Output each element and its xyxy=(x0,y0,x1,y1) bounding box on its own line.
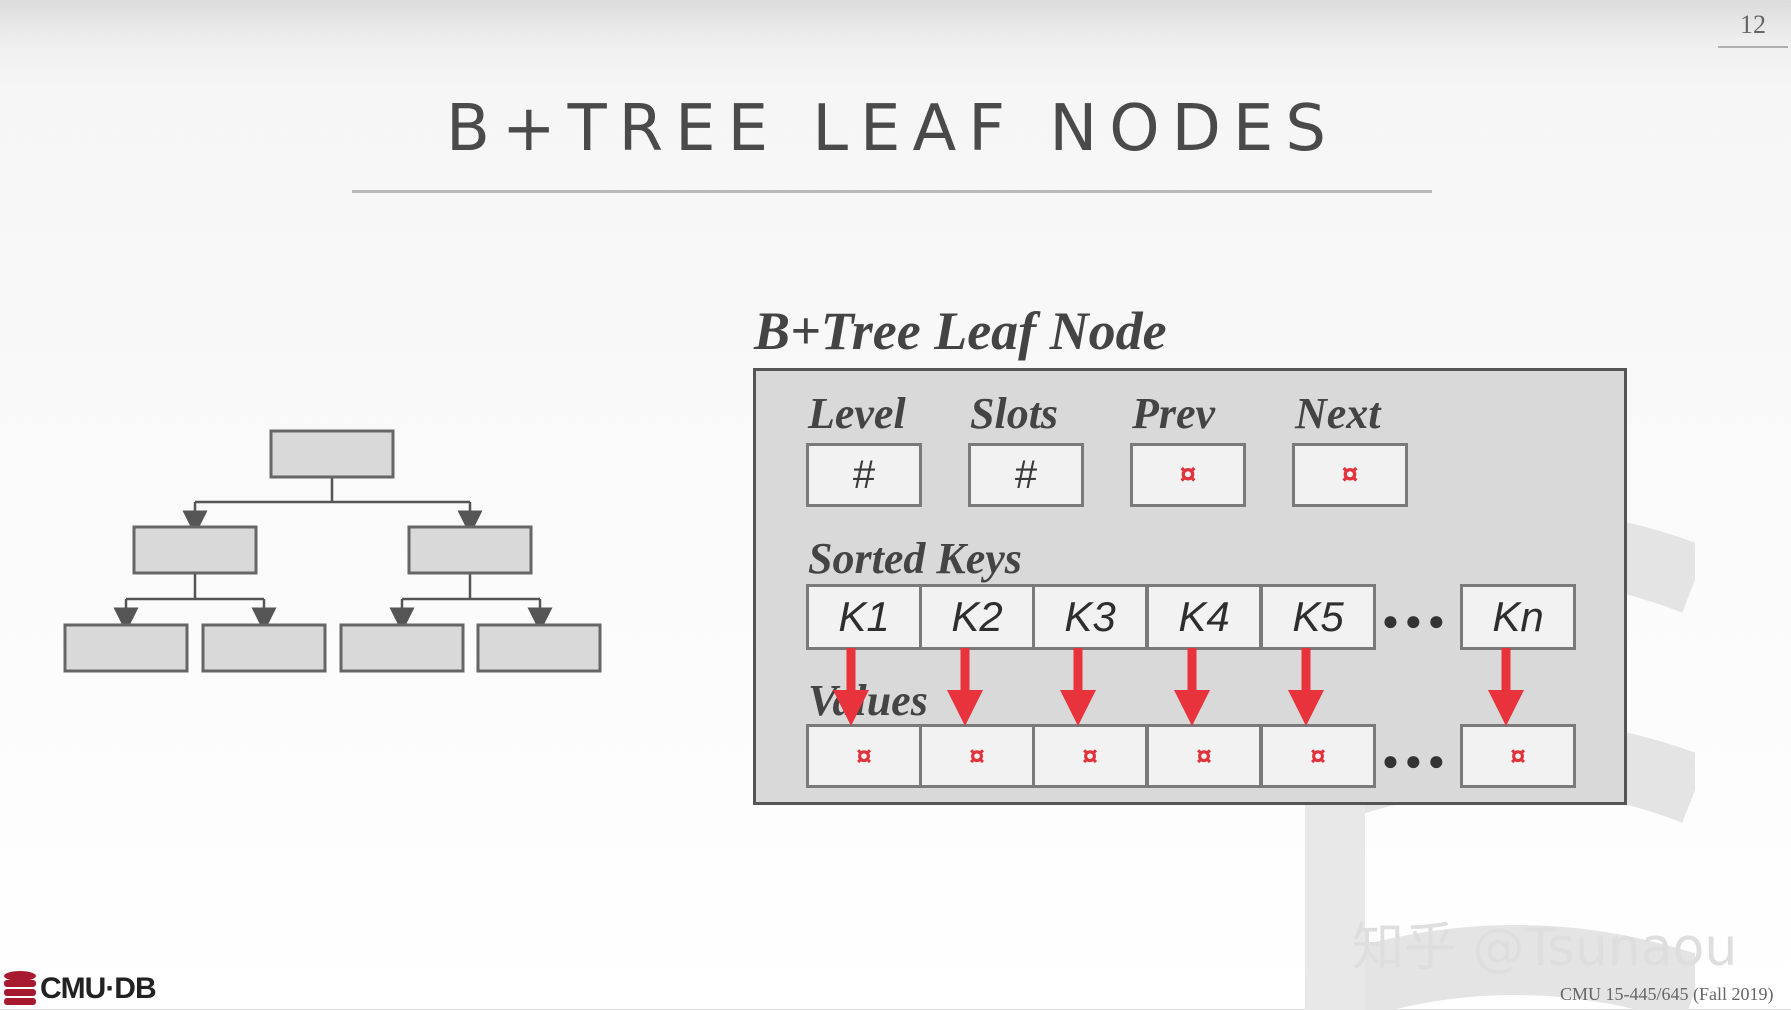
key-cell-k1: K1 xyxy=(806,584,922,650)
level-label: Level xyxy=(808,389,906,438)
cmu-db-logo-text: CMU·DB xyxy=(40,972,157,1005)
prev-pointer-cell: ¤ xyxy=(1130,443,1246,507)
watermark-text: 知乎 @Tsunaou xyxy=(1352,918,1738,978)
slide-title: B+TREE LEAF NODES xyxy=(446,92,1338,166)
slots-label: Slots xyxy=(970,389,1059,438)
page-number: 12 xyxy=(1718,10,1788,48)
tree-leaf-node-4 xyxy=(476,623,602,673)
tree-leaf-node-2 xyxy=(201,623,327,673)
cmu-db-logo-icon xyxy=(4,971,36,1005)
tree-inner-node-right xyxy=(407,525,533,575)
key-cell-k3: K3 xyxy=(1032,584,1148,650)
key-to-value-arrows xyxy=(833,648,1524,726)
btree-diagram xyxy=(63,429,602,673)
tree-leaf-node-3 xyxy=(339,623,465,673)
sorted-keys-label: Sorted Keys xyxy=(808,534,1022,583)
next-pointer-cell: ¤ xyxy=(1292,443,1408,507)
key-cell-k5: K5 xyxy=(1260,584,1376,650)
value-pointer-cell-5: ¤ xyxy=(1260,724,1376,788)
key-cell-k4: K4 xyxy=(1146,584,1262,650)
value-pointer-cell-n: ¤ xyxy=(1460,724,1576,788)
tree-inner-node-left xyxy=(132,525,258,575)
tree-leaf-node-1 xyxy=(63,623,189,673)
slots-cell: # xyxy=(968,443,1084,507)
values-ellipsis: ●●● xyxy=(1382,745,1451,776)
next-label: Next xyxy=(1295,389,1381,438)
leaf-node-caption: B+Tree Leaf Node xyxy=(754,301,1167,361)
key-cell-kn: Kn xyxy=(1460,584,1576,650)
course-footer: CMU 15-445/645 (Fall 2019) xyxy=(1560,984,1774,1004)
title-divider xyxy=(352,190,1432,193)
prev-label: Prev xyxy=(1132,389,1216,438)
keys-ellipsis: ●●● xyxy=(1382,605,1451,636)
tree-root-node xyxy=(269,429,395,479)
level-cell: # xyxy=(806,443,922,507)
key-cell-k2: K2 xyxy=(919,584,1035,650)
